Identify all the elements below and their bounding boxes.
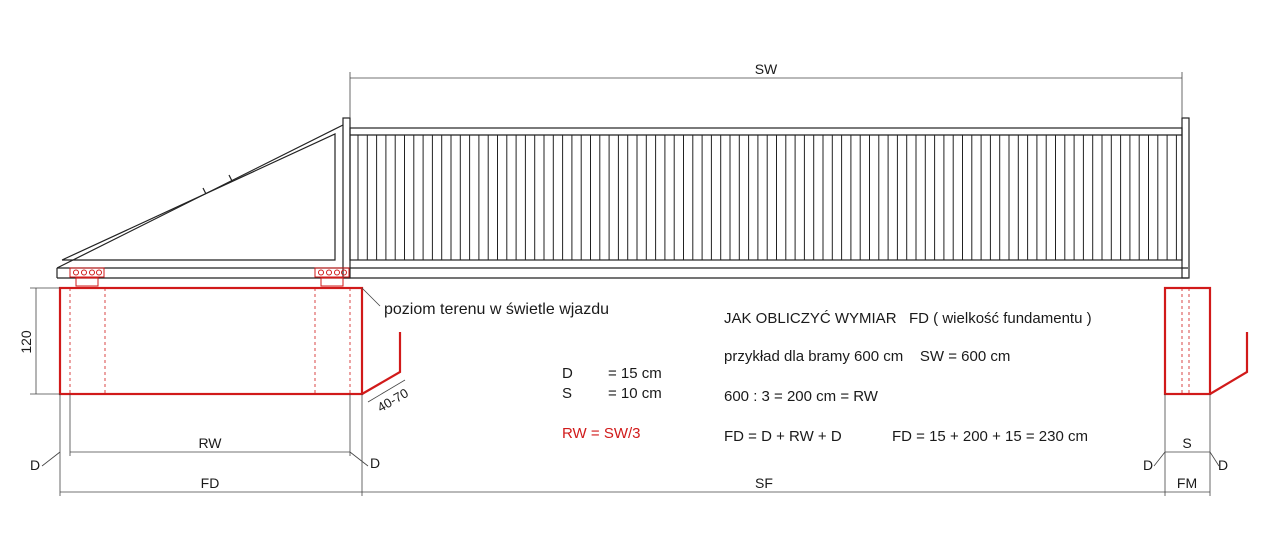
label-depth-120: 120: [18, 330, 34, 354]
label-d-left-inner: D: [370, 455, 380, 471]
legend-d-value: = 15 cm: [608, 365, 662, 382]
explanation-heading: JAK OBLICZYĆ WYMIAR FD ( wielkość fundam…: [724, 310, 1092, 327]
gate-bars: [357, 135, 1177, 260]
label-rw: RW: [198, 435, 222, 451]
label-ground-level: poziom terenu w świetle wjazdu: [384, 301, 609, 318]
legend-d-key: D: [562, 365, 573, 382]
legend-s-key: S: [562, 385, 572, 402]
explanation-calc-rw: 600 : 3 = 200 cm = RW: [724, 388, 879, 405]
label-fm: FM: [1177, 475, 1197, 491]
explanation-example: przykład dla bramy 600 cm SW = 600 cm: [724, 348, 1010, 365]
label-d-right-inner: D: [1218, 457, 1228, 473]
legend-s-value: = 10 cm: [608, 385, 662, 402]
label-sf: SF: [755, 475, 773, 491]
main-foundation: [58, 286, 402, 396]
gate-frame: [56, 117, 1190, 279]
roller-right: [314, 267, 350, 287]
label-fd: FD: [201, 475, 220, 491]
label-d-left-outer: D: [30, 457, 40, 473]
post-foundation: [1163, 286, 1249, 396]
label-d-right-outer: D: [1143, 457, 1153, 473]
legend-rw-formula: RW = SW/3: [562, 425, 641, 442]
label-slope-40-70: 40-70: [375, 385, 411, 415]
label-sw: SW: [755, 61, 778, 77]
explanation-formula-fd: FD = D + RW + D: [724, 428, 842, 445]
dimension-lines: [30, 72, 1220, 496]
explanation-calc-fd: FD = 15 + 200 + 15 = 230 cm: [892, 428, 1088, 445]
roller-left: [69, 267, 105, 287]
label-s: S: [1182, 435, 1191, 451]
